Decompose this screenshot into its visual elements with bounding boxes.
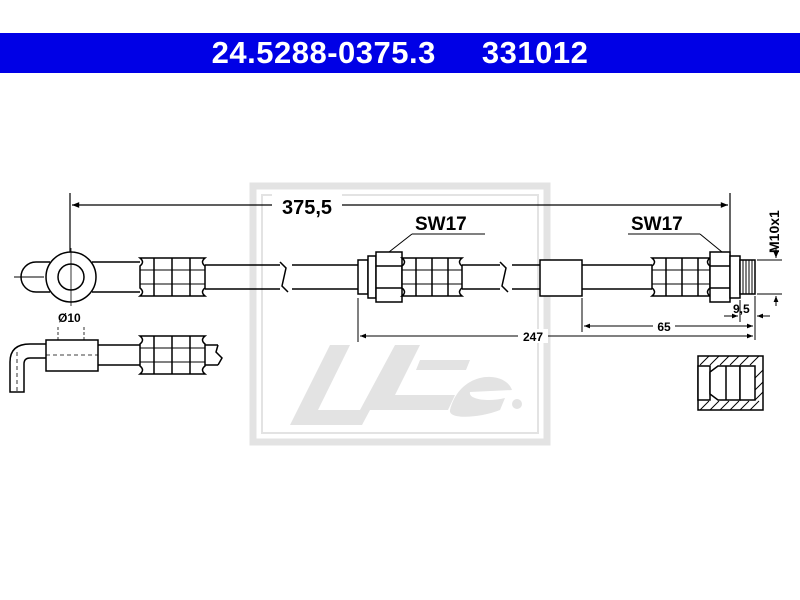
hex-fitting-middle	[357, 251, 465, 303]
thread-size-label: M10x1	[766, 210, 782, 253]
ref-number: 331012	[481, 35, 589, 70]
part-number: 24.5288-0375.3	[211, 35, 436, 70]
total-length-label: 375,5	[282, 197, 332, 219]
thread-length-label: 9,5	[733, 302, 750, 316]
ate-watermark	[249, 182, 551, 446]
crimp-sleeve-left	[137, 257, 208, 297]
header-bar: 24.5288-0375.3 331012	[0, 33, 800, 73]
section-detail	[697, 355, 764, 411]
right-length-label: 65	[657, 320, 671, 334]
hex-fitting-right	[649, 251, 756, 303]
sleeve	[539, 259, 583, 297]
sw17-label-left: SW17	[415, 214, 467, 235]
middle-length-label: 247	[523, 330, 543, 344]
dimension-lower: 247 65 9,5	[357, 296, 770, 344]
dimension-total: 375,5	[69, 193, 731, 262]
eye-diameter-label: Ø10	[58, 311, 81, 325]
wrench-label-left: SW17	[388, 214, 485, 253]
dimension-thread: M10x1	[757, 210, 782, 306]
sw17-label-right: SW17	[631, 214, 683, 235]
side-view	[9, 335, 223, 393]
wrench-label-right: SW17	[628, 214, 723, 253]
banjo-eye	[14, 248, 97, 306]
hose-body	[92, 261, 652, 293]
